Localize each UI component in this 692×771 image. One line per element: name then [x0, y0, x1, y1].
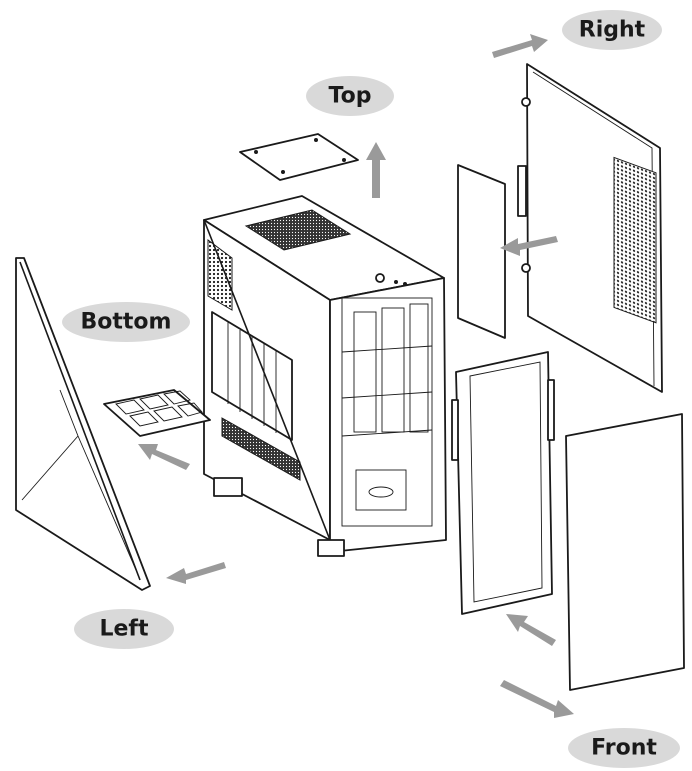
right-dust-filter [457, 164, 506, 339]
label-left-text: Left [99, 617, 149, 642]
arrow-front-icon [500, 680, 574, 718]
label-top-text: Top [329, 84, 372, 109]
arrow-bottom-icon [138, 444, 190, 470]
case-chassis [203, 195, 447, 557]
label-right-text: Right [579, 18, 646, 43]
top-panel [239, 133, 359, 181]
label-front: Front [568, 728, 680, 768]
arrow-left-icon [166, 562, 226, 584]
label-front-text: Front [591, 736, 657, 761]
arrow-top-icon [366, 142, 386, 198]
left-side-panel [15, 257, 151, 591]
arrow-right-filter-icon [500, 236, 558, 256]
front-frame [451, 351, 555, 615]
label-left: Left [74, 609, 174, 649]
label-top: Top [306, 76, 394, 116]
arrow-right-icon [492, 34, 548, 58]
label-right: Right [562, 10, 662, 50]
label-bottom-text: Bottom [81, 310, 172, 335]
label-bottom: Bottom [62, 302, 190, 342]
front-cover-panel [565, 413, 685, 691]
bottom-dust-filter [103, 389, 211, 437]
right-side-panel [517, 63, 663, 393]
arrow-front-frame-icon [506, 614, 556, 646]
